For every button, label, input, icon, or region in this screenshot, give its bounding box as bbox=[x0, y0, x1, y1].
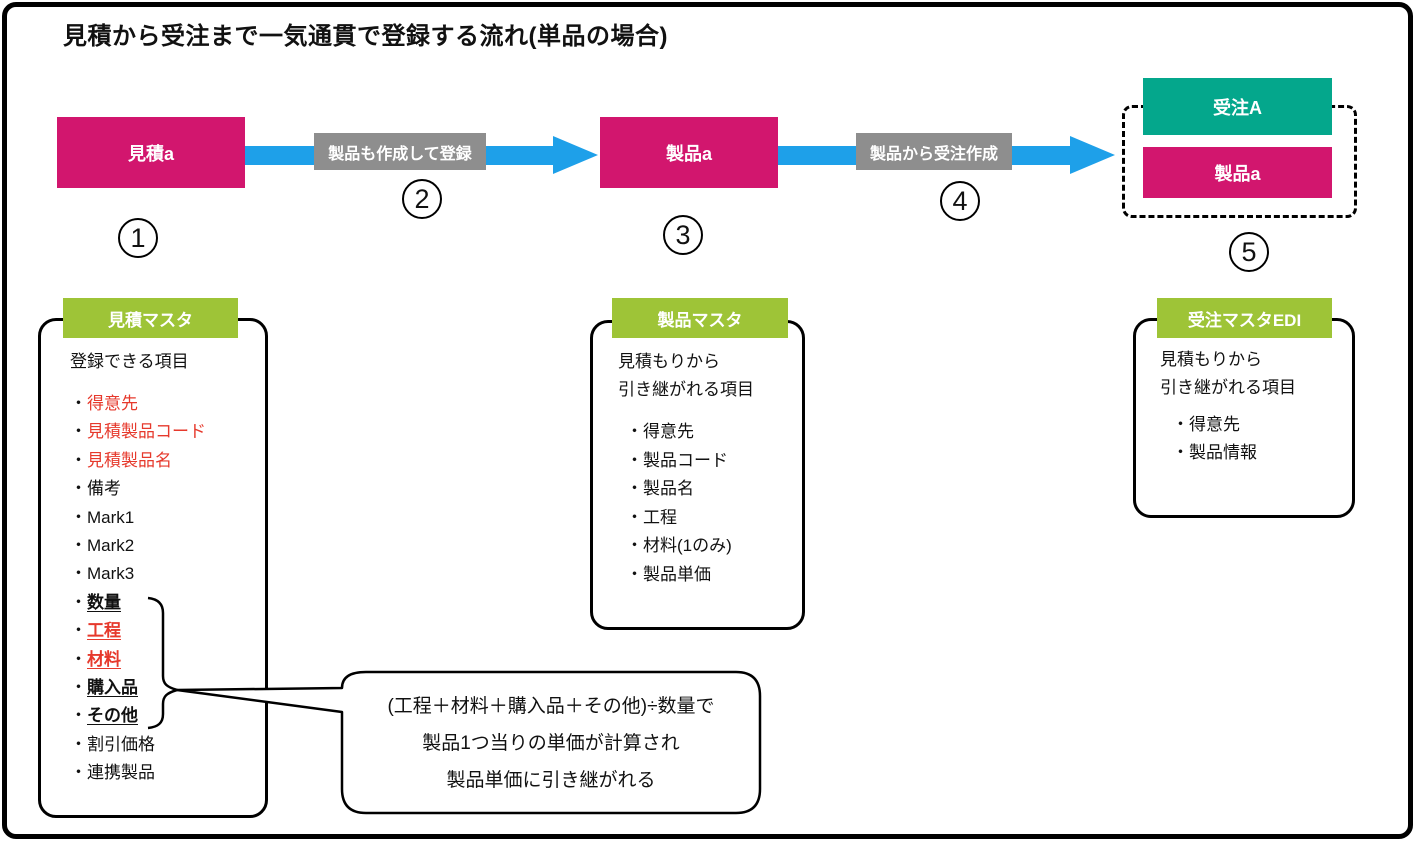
order-product-box: 製品a bbox=[1143, 147, 1332, 198]
order-box: 受注A bbox=[1143, 78, 1332, 135]
bullet: ・ bbox=[70, 678, 87, 698]
estimate-master-header: 見積マスタ bbox=[63, 298, 238, 338]
step-number-3: 3 bbox=[663, 215, 703, 255]
bullet: ・ bbox=[626, 450, 643, 470]
item-text: 材料(1のみ) bbox=[643, 536, 732, 556]
list-item: ・連携製品 bbox=[70, 759, 206, 787]
bullet: ・ bbox=[70, 734, 87, 754]
intro-line: 登録できる項目 bbox=[70, 352, 189, 371]
item-text: 数量 bbox=[87, 592, 121, 612]
intro-line: 引き継がれる項目 bbox=[1160, 378, 1296, 397]
page-title: 見積から受注まで一気通貫で登録する流れ(単品の場合) bbox=[63, 23, 668, 50]
item-text: 見積製品コード bbox=[87, 422, 206, 442]
order-master-header: 受注マスタEDI bbox=[1157, 298, 1332, 338]
item-text: 工程 bbox=[643, 507, 677, 527]
bullet: ・ bbox=[1172, 443, 1189, 462]
list-item: ・見積製品名 bbox=[70, 447, 206, 475]
list-item: ・割引価格 bbox=[70, 731, 206, 759]
list-item: ・製品名 bbox=[626, 475, 732, 504]
order-master-intro: 見積もりから引き継がれる項目 bbox=[1160, 346, 1296, 402]
list-item: ・備考 bbox=[70, 475, 206, 503]
list-item: ・数量 bbox=[70, 589, 206, 617]
list-item: ・製品単価 bbox=[626, 561, 732, 590]
list-item: ・工程 bbox=[626, 504, 732, 533]
item-text: 製品名 bbox=[643, 479, 694, 499]
bullet: ・ bbox=[626, 507, 643, 527]
item-text: 製品コード bbox=[643, 450, 728, 470]
bullet: ・ bbox=[70, 450, 87, 470]
bullet: ・ bbox=[626, 564, 643, 584]
bullet: ・ bbox=[626, 422, 643, 441]
bullet: ・ bbox=[70, 649, 87, 669]
estimate-master-intro: 登録できる項目 bbox=[70, 348, 189, 376]
item-text: Mark1 bbox=[87, 507, 135, 527]
list-item: ・Mark1 bbox=[70, 504, 206, 532]
intro-line: 引き継がれる項目 bbox=[618, 380, 754, 399]
intro-line: 見積もりから bbox=[1160, 350, 1262, 369]
arrow2-label: 製品から受注作成 bbox=[856, 133, 1012, 170]
bullet: ・ bbox=[626, 536, 643, 556]
bullet: ・ bbox=[70, 394, 87, 413]
item-text: 製品単価 bbox=[643, 564, 711, 584]
list-item: ・得意先 bbox=[70, 390, 206, 418]
product-box: 製品a bbox=[600, 117, 778, 188]
item-text: 工程 bbox=[87, 621, 121, 641]
item-text: 備考 bbox=[87, 479, 121, 499]
list-item: ・材料(1のみ) bbox=[626, 532, 732, 561]
bullet: ・ bbox=[70, 706, 87, 726]
arrow-right-2-head bbox=[1070, 136, 1115, 174]
intro-line: 見積もりから bbox=[618, 352, 720, 371]
item-text: その他 bbox=[87, 706, 138, 726]
item-text: 見積製品名 bbox=[87, 450, 172, 470]
bullet: ・ bbox=[626, 479, 643, 499]
item-text: Mark3 bbox=[87, 564, 135, 584]
item-text: 得意先 bbox=[1189, 415, 1240, 434]
list-item: ・材料 bbox=[70, 646, 206, 674]
arrow1-label: 製品も作成して登録 bbox=[314, 133, 486, 170]
list-item: ・購入品 bbox=[70, 674, 206, 702]
item-text: 材料 bbox=[87, 649, 121, 669]
item-text: 得意先 bbox=[87, 394, 138, 413]
item-text: Mark2 bbox=[87, 536, 135, 556]
bullet: ・ bbox=[70, 536, 87, 556]
bullet: ・ bbox=[70, 507, 87, 527]
list-item: ・製品コード bbox=[626, 447, 732, 476]
bullet: ・ bbox=[70, 564, 87, 584]
bullet: ・ bbox=[70, 621, 87, 641]
step-number-1: 1 bbox=[118, 218, 158, 258]
product-master-intro: 見積もりから引き継がれる項目 bbox=[618, 348, 754, 404]
item-text: 製品情報 bbox=[1189, 443, 1257, 462]
product-master-header: 製品マスタ bbox=[612, 298, 788, 338]
list-item: ・Mark3 bbox=[70, 560, 206, 588]
step-number-2: 2 bbox=[402, 179, 442, 219]
step-number-4: 4 bbox=[940, 181, 980, 221]
list-item: ・見積製品コード bbox=[70, 418, 206, 446]
step-number-5: 5 bbox=[1229, 232, 1269, 272]
list-item: ・製品情報 bbox=[1172, 439, 1257, 467]
callout-line: 製品1つ当りの単価が計算され bbox=[422, 733, 680, 754]
item-text: 購入品 bbox=[87, 678, 138, 698]
estimate-master-items: ・得意先・見積製品コード・見積製品名・備考・Mark1・Mark2・Mark3・… bbox=[70, 390, 206, 788]
bullet: ・ bbox=[70, 763, 87, 783]
list-item: ・得意先 bbox=[626, 418, 732, 447]
product-master-items: ・得意先・製品コード・製品名・工程・材料(1のみ)・製品単価 bbox=[626, 418, 732, 590]
list-item: ・工程 bbox=[70, 617, 206, 645]
item-text: 連携製品 bbox=[87, 763, 155, 783]
callout-line: 製品単価に引き継がれる bbox=[446, 770, 656, 791]
arrow-right-1-head bbox=[553, 136, 598, 174]
list-item: ・その他 bbox=[70, 702, 206, 730]
estimate-box: 見積a bbox=[57, 117, 245, 188]
item-text: 得意先 bbox=[643, 422, 694, 441]
list-item: ・Mark2 bbox=[70, 532, 206, 560]
callout-text: (工程＋材料＋購入品＋その他)÷数量で製品1つ当りの単価が計算され製品単価に引き… bbox=[342, 688, 760, 799]
callout-line: (工程＋材料＋購入品＋その他)÷数量で bbox=[387, 696, 715, 717]
bullet: ・ bbox=[70, 479, 87, 499]
bullet: ・ bbox=[1172, 415, 1189, 434]
order-master-items: ・得意先・製品情報 bbox=[1172, 411, 1257, 467]
list-item: ・得意先 bbox=[1172, 411, 1257, 439]
bullet: ・ bbox=[70, 592, 87, 612]
order-master-card bbox=[1133, 318, 1355, 518]
bullet: ・ bbox=[70, 422, 87, 442]
item-text: 割引価格 bbox=[87, 734, 155, 754]
